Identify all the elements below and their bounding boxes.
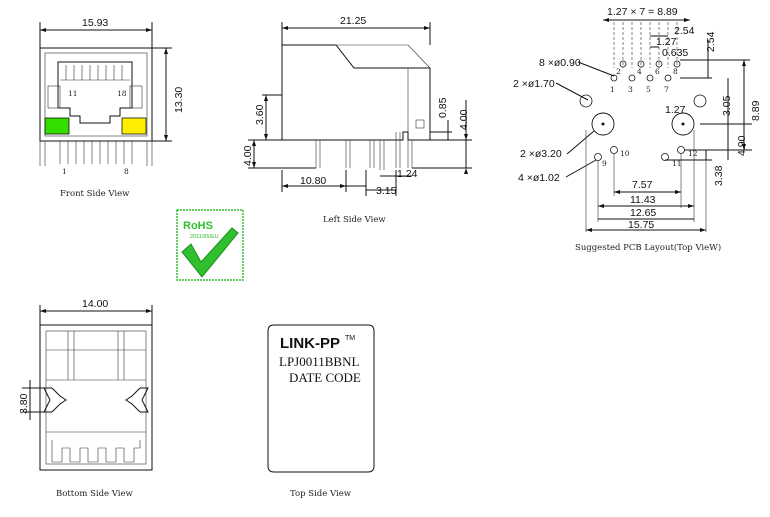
bottom-dim-3-80: 3.80 — [18, 393, 30, 414]
front-pin-8-label: 8 — [124, 167, 129, 176]
left-dim-3-15: 3.15 — [376, 185, 397, 197]
rohs-logo: RoHS 2011/65/EU — [176, 209, 244, 281]
pcb-dim-15-75: 15.75 — [628, 219, 654, 231]
pcb-pin-5-label: 5 — [646, 85, 651, 94]
pcb-pin-9-label: 9 — [602, 159, 607, 168]
left-dim-4-00-a: 4.00 — [242, 145, 254, 166]
left-view-caption: Left Side View — [323, 215, 386, 225]
pcb-callout-2-holes-320: 2 ×ø3.20 — [520, 148, 562, 160]
pcb-pin-8-label: 8 — [673, 67, 678, 76]
top-view-caption: Top Side View — [290, 489, 352, 499]
pcb-pitch-total-dim: 1.27 × 7 = 8.89 — [607, 6, 678, 18]
left-dim-3-60: 3.60 — [254, 104, 266, 125]
pcb-pin-7-label: 7 — [664, 85, 669, 94]
pcb-dim-0-635: 0.635 — [662, 47, 688, 59]
rohs-directive: 2011/65/EU — [190, 234, 219, 240]
front-side-view: 15.93 11 18 1 8 — [39, 17, 185, 199]
pcb-pin-3-label: 3 — [628, 85, 633, 94]
pcb-pin-10-label: 10 — [620, 149, 630, 158]
bottom-side-view: 14.00 3.80 Bottom Side View — [18, 298, 153, 499]
left-dim-10-80: 10.80 — [300, 175, 326, 187]
left-dim-1-24: 1.24 — [397, 168, 418, 180]
front-view-caption: Front Side View — [60, 189, 130, 199]
date-code-text: DATE CODE — [289, 370, 361, 385]
front-pin-18-label: 18 — [117, 89, 127, 98]
bottom-view-caption: Bottom Side View — [56, 489, 134, 499]
pcb-dim-4-90: 4.90 — [736, 135, 748, 156]
bottom-width-dim: 14.00 — [82, 298, 108, 310]
left-side-view: 21.25 3.60 4.00 0.85 — [242, 15, 472, 225]
left-length-dim: 21.25 — [340, 15, 366, 27]
checkmark-icon — [181, 227, 239, 278]
green-led — [44, 117, 70, 135]
pcb-pin-11-label: 11 — [672, 159, 682, 168]
pcb-dim-1-27-a: 1.27 — [656, 36, 677, 48]
front-pin-11-label: 11 — [68, 89, 78, 98]
pcb-callout-4-pins-102: 4 ×ø1.02 — [518, 172, 560, 184]
pcb-pin-6-label: 6 — [655, 67, 660, 76]
pcb-callout-2-holes-170: 2 ×ø1.70 — [513, 78, 555, 90]
pcb-layout-view: 1.27 × 7 = 8.89 2.54 1.27 0.635 2.54 1 2… — [513, 6, 762, 253]
pcb-pin-4-label: 4 — [637, 67, 642, 76]
pcb-dim-2-54-a: 2.54 — [674, 25, 695, 37]
pcb-dim-8-89: 8.89 — [750, 100, 762, 121]
front-width-dim: 15.93 — [82, 17, 108, 29]
pcb-view-caption: Suggested PCB Layout(Top VieW) — [575, 242, 721, 253]
pcb-dim-1-27-b: 1.27 — [665, 104, 686, 116]
front-height-dim: 13.30 — [173, 87, 185, 113]
pcb-pin-12-label: 12 — [688, 149, 698, 158]
brand-logo-text: LINK-PP — [280, 335, 340, 352]
pcb-dim-12-65: 12.65 — [630, 207, 656, 219]
pcb-dim-7-57: 7.57 — [632, 179, 653, 191]
pcb-dim-3-38: 3.38 — [713, 165, 725, 186]
part-number-text: LPJ0011BBNL — [279, 354, 359, 369]
pcb-callout-8-pins: 8 ×ø0.90 — [539, 57, 581, 69]
pcb-dim-11-43: 11.43 — [630, 194, 656, 206]
yellow-led — [121, 117, 147, 135]
trademark-mark: TM — [345, 335, 355, 342]
rohs-text: RoHS — [183, 220, 213, 232]
front-pin-1-label: 1 — [62, 167, 67, 176]
pcb-dim-2-54-b: 2.54 — [705, 31, 717, 52]
pcb-pin-1-label: 1 — [610, 85, 615, 94]
left-dim-4-00-b: 4.00 — [458, 109, 470, 130]
pcb-pin-2-label: 2 — [616, 67, 621, 76]
top-side-view: LINK-PP TM LPJ0011BBNL DATE CODE Top Sid… — [267, 324, 375, 499]
left-dim-0-85: 0.85 — [437, 97, 449, 118]
pcb-dim-3-05: 3.05 — [721, 95, 733, 116]
